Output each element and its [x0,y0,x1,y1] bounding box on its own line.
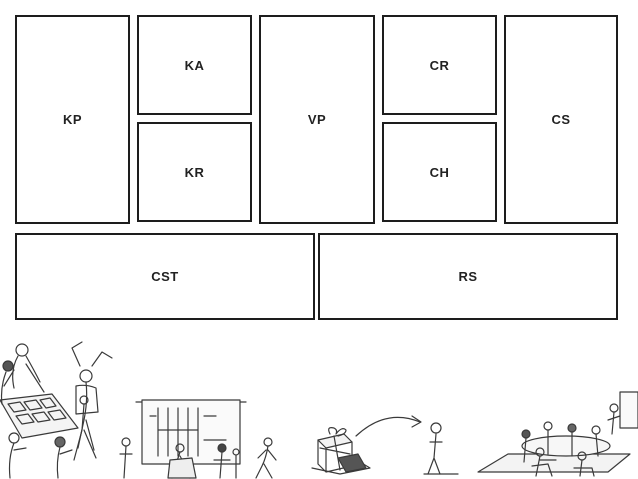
sketch-illustration [0,341,638,479]
people-at-table-sketch [0,341,113,479]
block-revenue-streams: RS [318,233,618,320]
block-channels: CH [382,122,497,222]
block-label-vp: VP [307,112,327,127]
block-key-partners: KP [15,15,130,224]
block-label-rs: RS [458,269,478,284]
block-label-kr: KR [184,164,205,180]
block-customer-relationships: CR [382,15,497,115]
block-key-activities: KA [137,15,252,115]
block-label-ch: CH [429,164,450,180]
block-value-propositions: VP [259,15,375,224]
block-label-cst: CST [151,269,179,284]
block-label-cs: CS [551,112,571,127]
block-customer-segments: CS [504,15,618,224]
block-cost-structure: CST [15,233,315,320]
walking-person-sketch [255,437,277,479]
block-label-ka: KA [184,57,205,73]
team-meeting-sketch [477,391,638,477]
block-key-resources: KR [137,122,252,222]
block-label-cr: CR [429,57,450,73]
whiteboard-meeting-sketch [119,399,247,479]
gift-to-customer-sketch [311,415,459,475]
block-label-kp: KP [62,112,83,127]
